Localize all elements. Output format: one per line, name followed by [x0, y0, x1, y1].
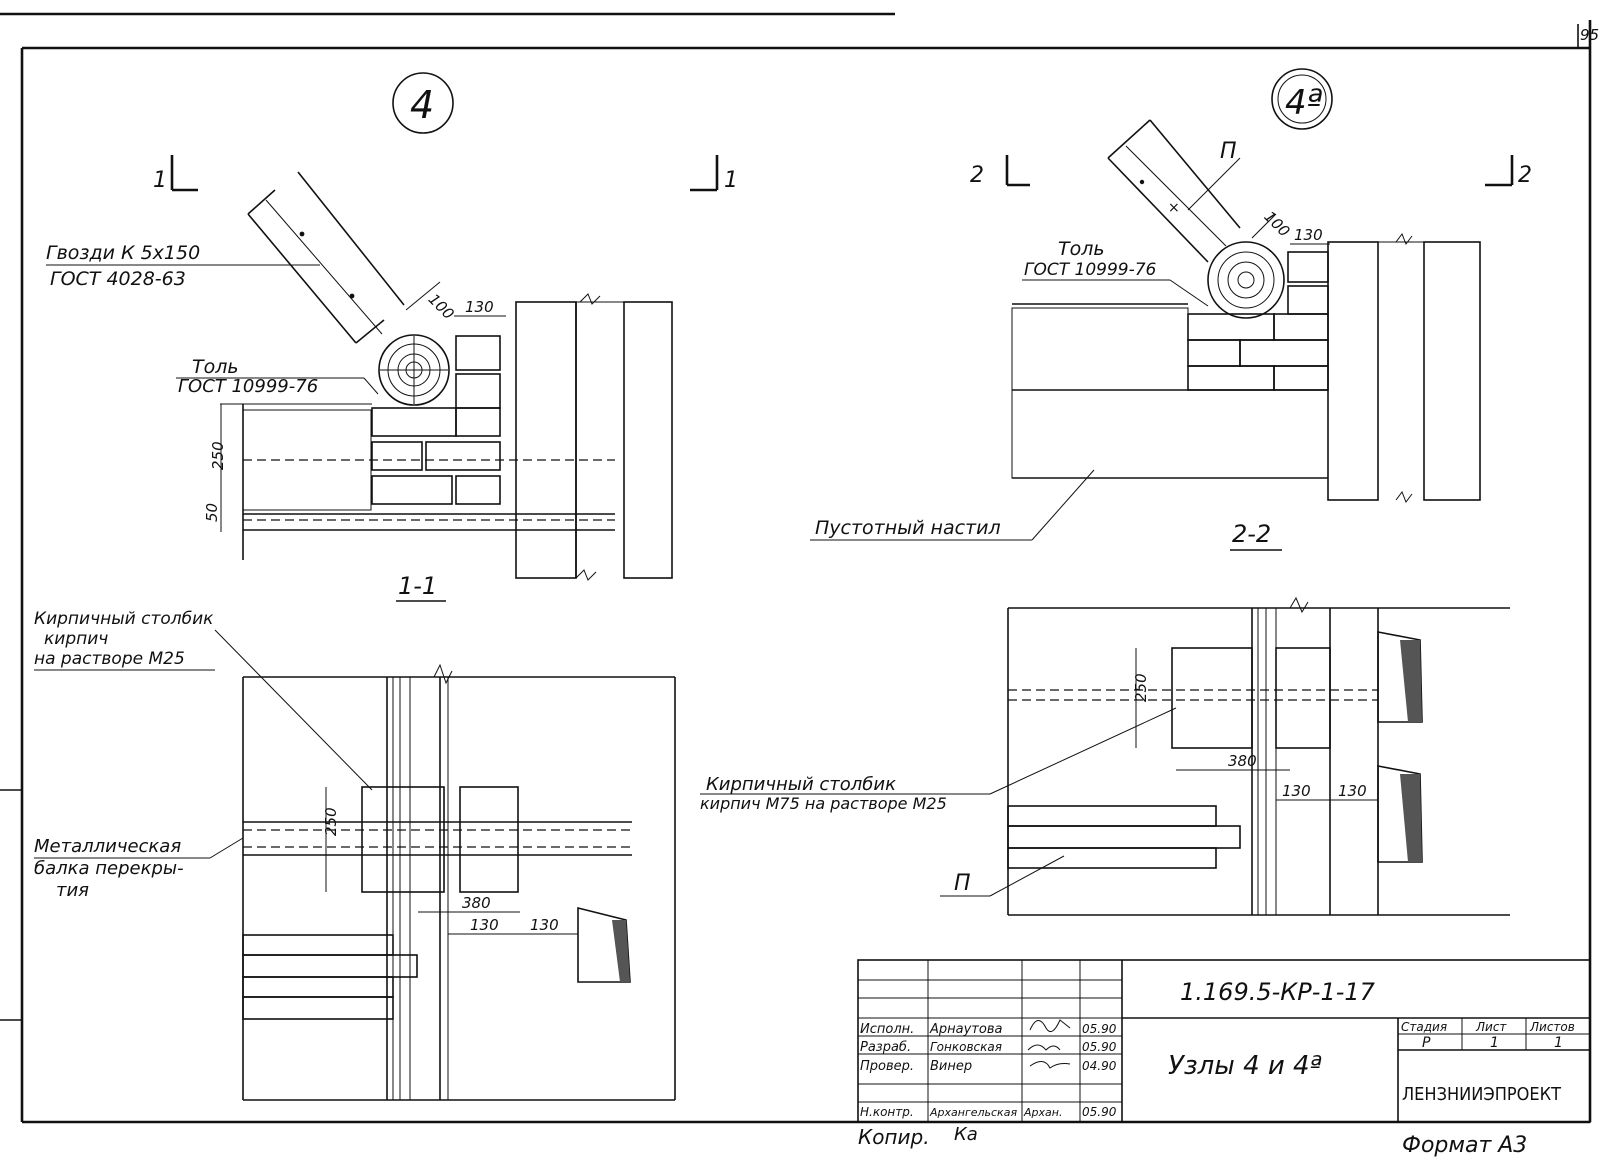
dim-100-left: 100 — [425, 290, 458, 323]
p-mark-top: П — [1220, 139, 1237, 164]
doc-code: 1.169.5-КР-1-17 — [1180, 978, 1376, 1006]
section-mark-2-right: 2 — [1518, 163, 1532, 188]
row-name-0: Арнаутова — [929, 1022, 1002, 1037]
sheets-value: 1 — [1554, 1035, 1563, 1051]
title-block: 1.169.5-КР-1-17 Узлы 4 и 4ª Стадия Лист … — [857, 959, 1591, 1123]
section-mark-1-right: 1 — [724, 168, 738, 193]
callout-tol-left-l1: Толь — [192, 356, 239, 378]
wall-left — [515, 293, 673, 581]
sheet-header: Лист — [1475, 1020, 1507, 1034]
row-date-0: 05.90 — [1082, 1022, 1117, 1036]
wall-right — [1327, 232, 1481, 504]
callout-brick-post-right-l1: Кирпичный столбик — [706, 774, 896, 795]
svg-text:×: × — [1168, 200, 1180, 216]
node-4-label: 4 — [410, 83, 434, 127]
dim-380-plan-right: 380 — [1228, 752, 1257, 770]
row-name-1: Гонковская — [930, 1040, 1002, 1054]
p-mark-bottom: П — [954, 871, 971, 896]
section-1-title: 1-1 — [398, 572, 437, 600]
row-role-3: Н.контр. — [860, 1105, 914, 1119]
dim-250-left: 250 — [209, 441, 227, 470]
brick-post-left — [371, 335, 501, 505]
dim-130-plan-left-b: 130 — [530, 916, 559, 934]
node-4a-label: 4ª — [1285, 83, 1323, 123]
callout-tol-left-l2: ГОСТ 10999-76 — [178, 376, 318, 397]
stage-header: Стадия — [1401, 1020, 1447, 1034]
dim-100-right: 100 — [1260, 208, 1293, 241]
callout-brick-post-right-l2: кирпич М75 на растворе М25 — [700, 794, 947, 813]
callout-metal-beam-l3: тия — [56, 880, 89, 901]
sheet-title: Узлы 4 и 4ª — [1168, 1051, 1322, 1081]
stage-value: Р — [1422, 1035, 1431, 1051]
node-4-section: 4 1 1 100 130 — [46, 72, 738, 602]
dim-130-plan-right-b: 130 — [1338, 782, 1367, 800]
section-mark-2-left: 2 — [970, 163, 984, 188]
row-name-3: Архангельская — [929, 1106, 1017, 1119]
node-4-plan: 250 380 130 130 Кирпичный столбик кирпич… — [34, 609, 676, 1101]
concrete-layer — [1011, 307, 1189, 391]
callout-hollow-deck: Пустотный настил — [815, 517, 1001, 539]
dim-50-left: 50 — [203, 503, 221, 522]
callout-metal-beam-l1: Металлическая — [34, 836, 181, 857]
row-date-2: 04.90 — [1082, 1059, 1117, 1073]
dim-380-plan-left: 380 — [462, 894, 491, 912]
log-right — [1207, 241, 1285, 319]
node-4a-section: 4ª 2 2 × П 100 130 — [810, 68, 1532, 551]
plan-brick-post-left — [361, 786, 445, 893]
section-mark-1-left: 1 — [153, 168, 167, 193]
copied-sign: Ка — [954, 1124, 978, 1145]
row-name-2: Винер — [930, 1059, 972, 1074]
callout-nails-l1: Гвозди К 5х150 — [46, 242, 200, 264]
callout-brick-post-left-l2: кирпич — [44, 629, 108, 649]
row-role-0: Исполн. — [860, 1022, 914, 1037]
signature-1 — [1027, 1044, 1061, 1051]
callout-brick-post-left-l3: на растворе М25 — [34, 649, 185, 669]
dim-250-plan-right: 250 — [1132, 673, 1150, 702]
page-number: 95 — [1580, 26, 1599, 44]
row-role-2: Провер. — [860, 1059, 914, 1074]
log-left — [378, 334, 450, 406]
dim-130-plan-left-a: 130 — [470, 916, 499, 934]
node-4a-circle — [1271, 68, 1333, 130]
row-date-1: 05.90 — [1082, 1040, 1117, 1054]
row-date-3: 05.90 — [1082, 1105, 1117, 1119]
callout-tol-right-l2: ГОСТ 10999-76 — [1024, 260, 1157, 280]
dim-130-left: 130 — [465, 298, 494, 316]
signature-0 — [1029, 1019, 1071, 1033]
node-4a-plan: 250 380 130 130 Кирпичный столбик кирпич… — [700, 596, 1510, 916]
copied-by: Копир. — [858, 1125, 930, 1149]
row-sign-3: Архан. — [1023, 1106, 1062, 1119]
signature-2 — [1029, 1061, 1071, 1069]
sheet-frame — [0, 12, 1592, 1124]
dim-130-right: 130 — [1294, 226, 1323, 244]
row-role-1: Разраб. — [860, 1040, 911, 1055]
organization: ЛЕНЗНИИЭПРОЕКТ — [1402, 1084, 1561, 1105]
sheet-value: 1 — [1490, 1035, 1499, 1051]
rafter-left — [247, 171, 405, 344]
callout-nails-l2: ГОСТ 4028-63 — [50, 268, 186, 290]
format-label: Формат А3 — [1402, 1133, 1527, 1158]
callout-brick-post-left-l1: Кирпичный столбик — [34, 609, 214, 629]
section-2-title: 2-2 — [1232, 520, 1271, 548]
sheets-header: Листов — [1529, 1020, 1575, 1034]
node-4-circle — [392, 72, 454, 134]
hollow-deck-hatch — [1011, 389, 1329, 479]
plan-brick-post-right — [1171, 647, 1253, 749]
callout-metal-beam-l2: балка перекры- — [34, 858, 184, 879]
callout-tol-right-l1: Толь — [1058, 238, 1105, 260]
dim-130-plan-right-a: 130 — [1282, 782, 1311, 800]
dim-250-plan-left: 250 — [322, 807, 340, 836]
rafter-right: × — [1107, 119, 1241, 263]
